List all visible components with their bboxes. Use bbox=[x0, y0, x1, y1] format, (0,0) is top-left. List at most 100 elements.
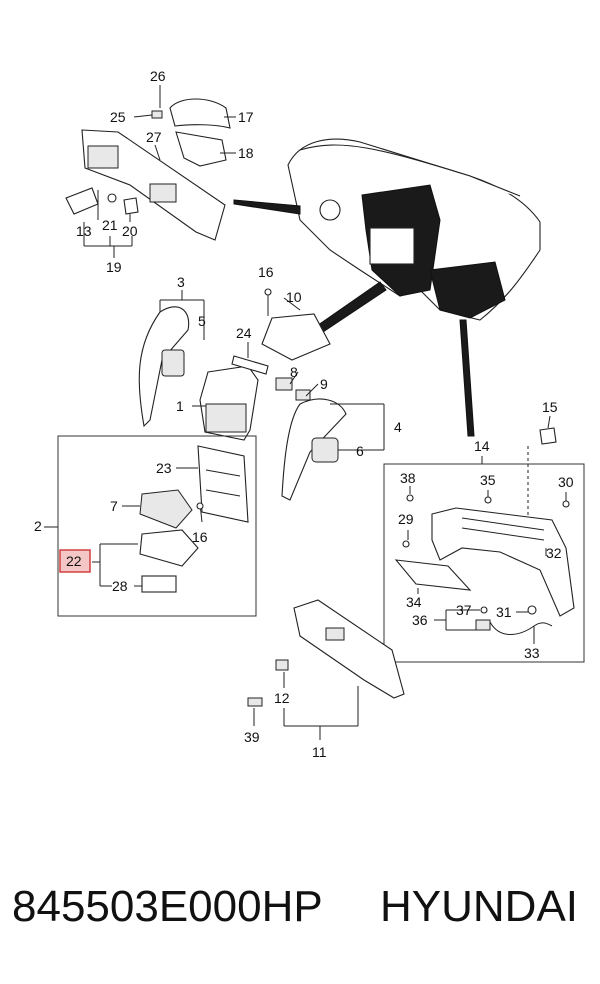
switch-part-36 bbox=[475, 619, 491, 631]
bracket-part-20 bbox=[123, 197, 139, 215]
dash-top-edge bbox=[299, 144, 521, 197]
bracket-part-15 bbox=[539, 427, 557, 445]
switch-part-8 bbox=[275, 377, 293, 391]
callout-3: 3 bbox=[177, 274, 185, 290]
leader-line bbox=[289, 371, 299, 385]
callout-25: 25 bbox=[110, 109, 126, 125]
callout-13: 13 bbox=[76, 223, 92, 239]
callout-1: 1 bbox=[176, 398, 184, 414]
leader-line bbox=[133, 114, 153, 118]
callout-37: 37 bbox=[456, 602, 472, 618]
callout-23: 23 bbox=[156, 460, 172, 476]
trim-part-24 bbox=[231, 355, 269, 375]
fastener-part-38 bbox=[406, 494, 414, 502]
callout-22: 22 bbox=[66, 553, 82, 569]
pad-part-34 bbox=[394, 559, 472, 591]
highlight-box-22 bbox=[59, 549, 91, 573]
callout-30: 30 bbox=[558, 474, 574, 490]
callout-27: 27 bbox=[146, 129, 162, 145]
callout-12: 12 bbox=[274, 690, 290, 706]
callout-15: 15 bbox=[542, 399, 558, 415]
fascia-controls bbox=[205, 403, 247, 433]
bracket-rail bbox=[205, 489, 241, 497]
callout-20: 20 bbox=[122, 223, 138, 239]
callout-38: 38 bbox=[400, 470, 416, 486]
leader-line bbox=[305, 383, 319, 397]
air-vent-part-6 bbox=[311, 437, 339, 463]
housing-rib bbox=[461, 527, 545, 541]
leader-line bbox=[154, 144, 161, 161]
callout-39: 39 bbox=[244, 729, 260, 745]
brand-name: HYUNDAI bbox=[380, 882, 579, 931]
callout-35: 35 bbox=[480, 472, 496, 488]
callout-16b: 16 bbox=[192, 529, 208, 545]
glovebox-area bbox=[429, 261, 506, 319]
callout-14: 14 bbox=[474, 438, 490, 454]
callout-labels: 26 25 17 27 18 13 21 20 19 3 16 10 5 24 … bbox=[34, 68, 574, 760]
callout-4: 4 bbox=[394, 419, 402, 435]
lower-shroud-part bbox=[175, 131, 227, 167]
tray-part-28 bbox=[141, 575, 177, 593]
callout-28: 28 bbox=[112, 578, 128, 594]
fastener-part-31 bbox=[527, 605, 537, 615]
panel-vent bbox=[149, 183, 177, 203]
bolt-head bbox=[264, 288, 272, 296]
callout-34: 34 bbox=[406, 594, 422, 610]
callout-11: 11 bbox=[312, 744, 327, 760]
callout-29: 29 bbox=[398, 511, 414, 527]
tray-part-10 bbox=[261, 313, 331, 361]
callout-8: 8 bbox=[290, 364, 298, 380]
indicator-arrow bbox=[459, 319, 475, 437]
fastener-part-30 bbox=[562, 500, 570, 508]
callout-6: 6 bbox=[356, 443, 364, 459]
callout-7: 7 bbox=[110, 498, 118, 514]
clip-part bbox=[151, 110, 163, 119]
glovebox-door-part-11 bbox=[293, 599, 405, 699]
callout-21: 21 bbox=[102, 217, 118, 233]
gauge-cluster bbox=[319, 199, 341, 221]
callout-31: 31 bbox=[496, 604, 512, 620]
panel-switch-block bbox=[87, 145, 119, 169]
indicator-arrow bbox=[233, 199, 301, 215]
label-part-39 bbox=[247, 697, 263, 707]
callout-32: 32 bbox=[546, 545, 562, 561]
console-audio-unit bbox=[369, 227, 415, 265]
cover-part-13 bbox=[65, 187, 99, 215]
parts-exploded-diagram: 26 25 17 27 18 13 21 20 19 3 16 10 5 24 … bbox=[34, 68, 585, 760]
glovebox-door-group bbox=[247, 599, 405, 740]
callout-17: 17 bbox=[238, 109, 254, 125]
callout-9: 9 bbox=[320, 376, 328, 392]
callout-5: 5 bbox=[198, 313, 206, 329]
fastener-part-35 bbox=[484, 496, 492, 504]
callout-2: 2 bbox=[34, 518, 42, 534]
air-vent-part-5 bbox=[161, 349, 185, 377]
cable-part-33 bbox=[489, 621, 553, 635]
callout-19: 19 bbox=[106, 259, 122, 275]
group-box-2 bbox=[57, 435, 257, 617]
bracket-part-23 bbox=[197, 445, 249, 523]
grille-part-7 bbox=[139, 489, 193, 529]
indicator-arrow bbox=[313, 281, 387, 335]
steering-column-group bbox=[65, 85, 236, 258]
leader-line bbox=[547, 415, 551, 429]
latch-part-12 bbox=[275, 659, 289, 671]
callout-33: 33 bbox=[524, 645, 540, 661]
fastener-part-29 bbox=[402, 540, 410, 548]
callout-10: 10 bbox=[286, 289, 302, 305]
housing-rib bbox=[461, 517, 545, 531]
fastener-part-37 bbox=[480, 606, 488, 614]
callout-36: 36 bbox=[412, 612, 428, 628]
callout-24: 24 bbox=[236, 325, 252, 341]
side-panel-part-4 bbox=[281, 398, 347, 501]
upper-shroud-part bbox=[169, 98, 231, 129]
glovebox-housing-part-32 bbox=[431, 507, 575, 617]
part-number: 845503E000HP bbox=[12, 882, 323, 931]
pocket-part-22 bbox=[139, 529, 199, 567]
callout-18: 18 bbox=[238, 145, 254, 161]
center-fascia-group bbox=[138, 288, 385, 501]
group-box-14 bbox=[383, 463, 585, 663]
bracket-rail bbox=[205, 469, 241, 477]
switch-part-9 bbox=[295, 389, 311, 401]
side-panel-part-3 bbox=[138, 306, 190, 428]
box-group-2 bbox=[44, 435, 257, 617]
